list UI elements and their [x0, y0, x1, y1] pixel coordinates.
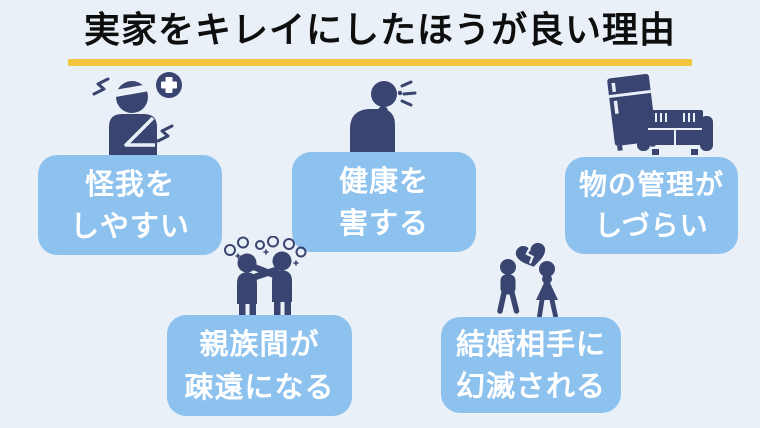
title-underline	[68, 59, 692, 66]
injured-person-icon	[92, 72, 182, 158]
broken-heart-couple-icon	[497, 242, 558, 319]
reason-box-health: 健康を 害する	[292, 152, 476, 252]
reason-box-managing-things: 物の管理が しづらい	[565, 157, 738, 254]
reason-box-relatives: 親族間が 疎遠になる	[167, 315, 352, 416]
reason-label-line: 害する	[338, 206, 429, 240]
arguing-relatives-icon	[224, 236, 307, 318]
coughing-person-icon	[350, 80, 417, 154]
reason-label-line: 怪我を	[84, 166, 175, 201]
reason-box-marriage: 結婚相手に 幻滅される	[441, 317, 621, 413]
reason-label-line: 健康を	[338, 163, 429, 198]
reason-label-line: 物の管理が	[578, 167, 724, 201]
reason-label-line: 親族間が	[199, 327, 320, 362]
page-title: 実家をキレイにしたほうが良い理由	[83, 10, 676, 51]
fridge-sofa-icon	[607, 74, 713, 155]
reason-label-line: しやすい	[70, 209, 190, 243]
reason-label-line: 疎遠になる	[184, 369, 335, 404]
reason-box-injury: 怪我を しやすい	[38, 155, 222, 255]
reason-label-line: 結婚相手に	[455, 326, 606, 361]
reason-label-line: 幻滅される	[455, 369, 606, 403]
reason-label-line: しづらい	[594, 208, 709, 242]
